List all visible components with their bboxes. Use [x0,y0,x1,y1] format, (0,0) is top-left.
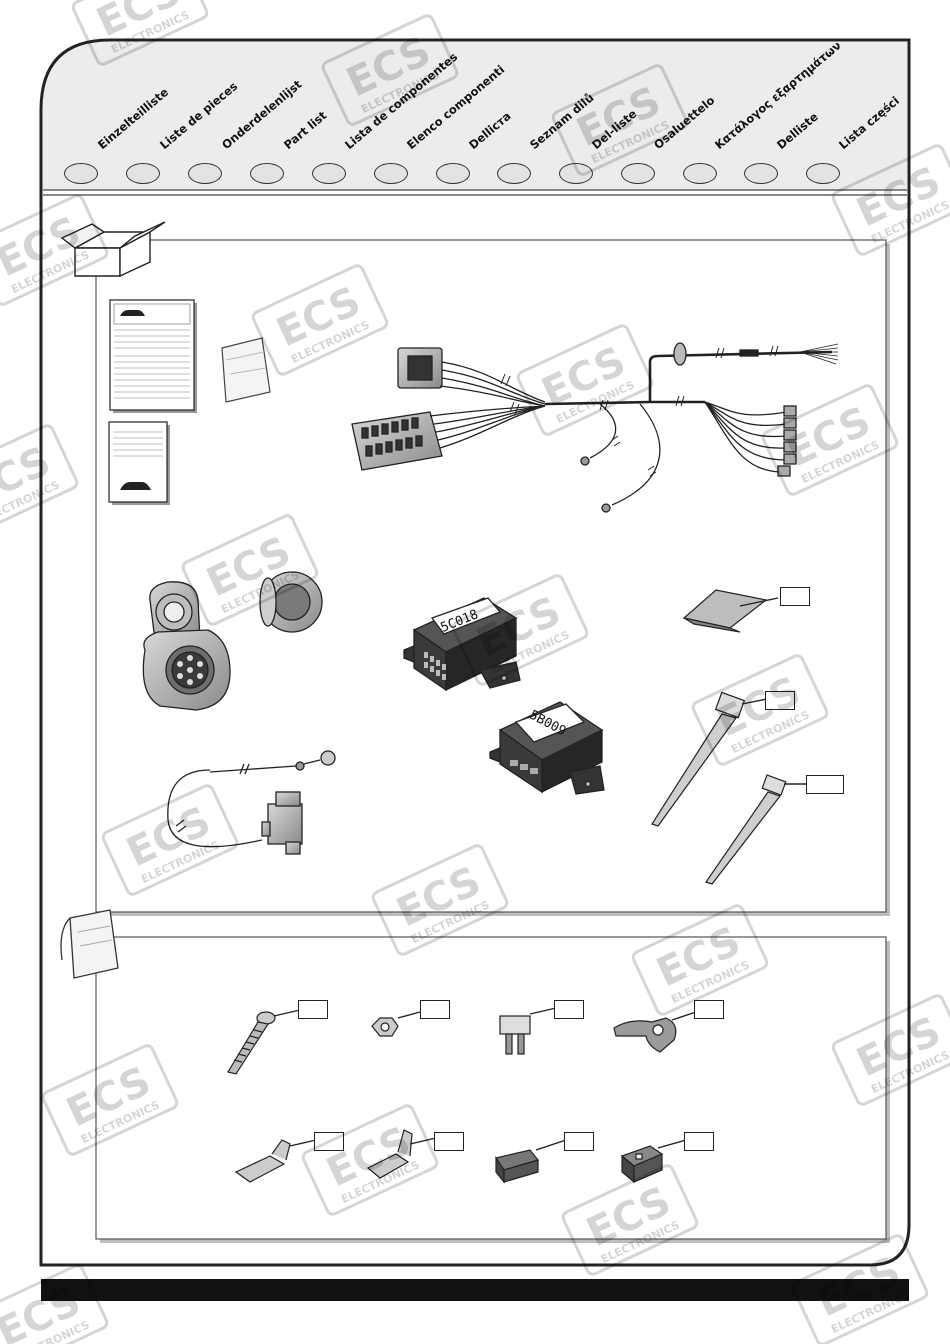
connector-housing-illustration [495,1139,567,1184]
language-circle [250,163,284,184]
language-circle [436,163,470,184]
screw-illustration [227,1009,301,1075]
instruction-manual-icon [109,299,197,413]
language-circle [806,163,840,184]
kit-box-icon [60,221,166,278]
language-circle [126,163,160,184]
socket-seal-illustration [259,571,323,633]
flat-terminal-illustration [234,1139,317,1183]
quantity-box-nut [420,1000,450,1019]
quantity-box-fuse [554,1000,584,1019]
language-circle [683,163,717,184]
quantity-box-tie-short [806,775,844,794]
crimp-terminal-illustration [366,1129,437,1179]
module-5c018-illustration [403,597,521,692]
module-5b009-illustration [489,701,605,795]
adhesive-tape-illustration [682,589,779,633]
wiring-harness-illustration [351,342,839,513]
quantity-box-latch-housing [684,1132,714,1151]
cable-tie-long-illustration [651,691,773,827]
small-bag-icon [221,337,271,403]
quantity-box-tape [780,587,810,606]
fuse-illustration [499,1007,557,1055]
language-circle [621,163,655,184]
splice-connector-illustration [613,1011,697,1053]
cable-tie-short-illustration [705,774,810,885]
language-circle [312,163,346,184]
quantity-box-flat-terminal [314,1132,344,1151]
towbar-socket-illustration [142,581,231,711]
parts-bag-icon [60,909,119,979]
nut-illustration [371,1011,421,1037]
language-circle [497,163,531,184]
language-circle [64,163,98,184]
quantity-box-tie-long [765,691,795,710]
quantity-box-screw [298,1000,328,1019]
language-circle [374,163,408,184]
language-circle [744,163,778,184]
footer-bar [41,1279,909,1301]
language-circle [559,163,593,184]
quantity-box-splice [694,1000,724,1019]
connector-latch-housing-illustration [620,1139,687,1184]
language-circle [188,163,222,184]
ground-wire-illustration [167,750,336,855]
quantity-box-housing [564,1132,594,1151]
vehicle-card-icon [108,421,170,505]
quantity-box-crimp-terminal [434,1132,464,1151]
